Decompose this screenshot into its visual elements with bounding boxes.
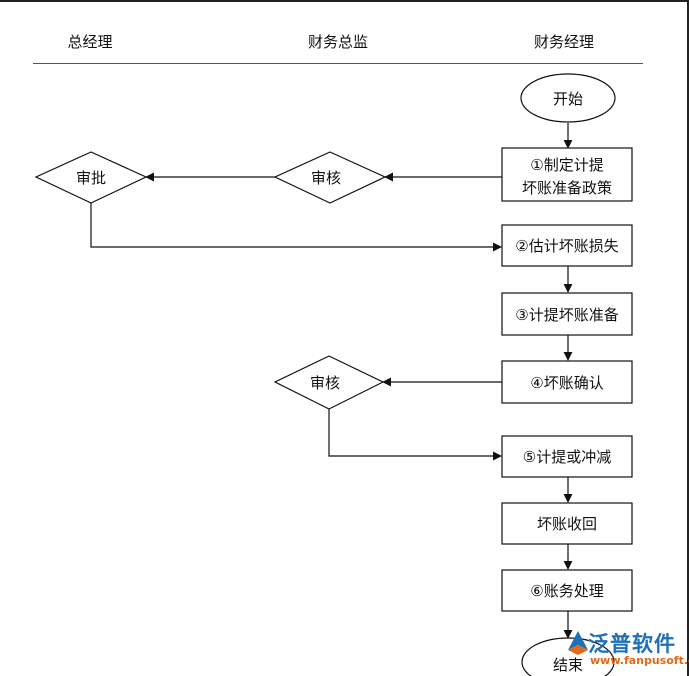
brand-logo-icon [568,631,588,655]
recovery-node [501,502,633,545]
step2-node [501,224,633,267]
brand-url: www.fanpusoft.com [590,654,689,667]
start-node [520,73,616,123]
step6-label: ⑥账务处理 [530,582,603,600]
review2-decision [273,355,385,410]
start-label: 开始 [553,90,583,108]
review2-label: 审核 [310,374,340,392]
approve-label: 审批 [76,169,106,187]
recovery-label: 坏账收回 [537,515,597,533]
lane-header-general-manager: 总经理 [67,33,113,51]
step3-node [501,292,633,336]
step4-label: ④坏账确认 [530,374,603,392]
step2-label: ②估计坏账损失 [515,237,618,255]
step6-node [501,569,633,612]
review1-label: 审核 [311,169,341,187]
lane-divider [33,63,643,64]
step5-label: ⑤计提或冲减 [523,448,611,466]
step1-label-line2: 坏账准备政策 [522,179,612,197]
step5-node [501,435,633,478]
brand-watermark: 泛普软件 www.fanpusoft.com [566,628,689,672]
lane-header-finance-manager: 财务经理 [533,33,594,51]
step3-label: ③计提坏账准备 [515,306,618,324]
step1-node [501,147,633,202]
step4-node [501,360,633,404]
step1-label-line1: ①制定计提 [530,156,603,174]
connector-approve-to-step2 [90,203,502,252]
lane-header-finance-director: 财务总监 [307,33,368,51]
end-node [521,637,615,676]
brand-name: 泛普软件 [588,632,676,656]
connector-review2-to-step5 [328,409,502,461]
review1-decision [273,151,387,204]
end-label: 结束 [553,656,583,674]
approve-decision [34,151,148,204]
